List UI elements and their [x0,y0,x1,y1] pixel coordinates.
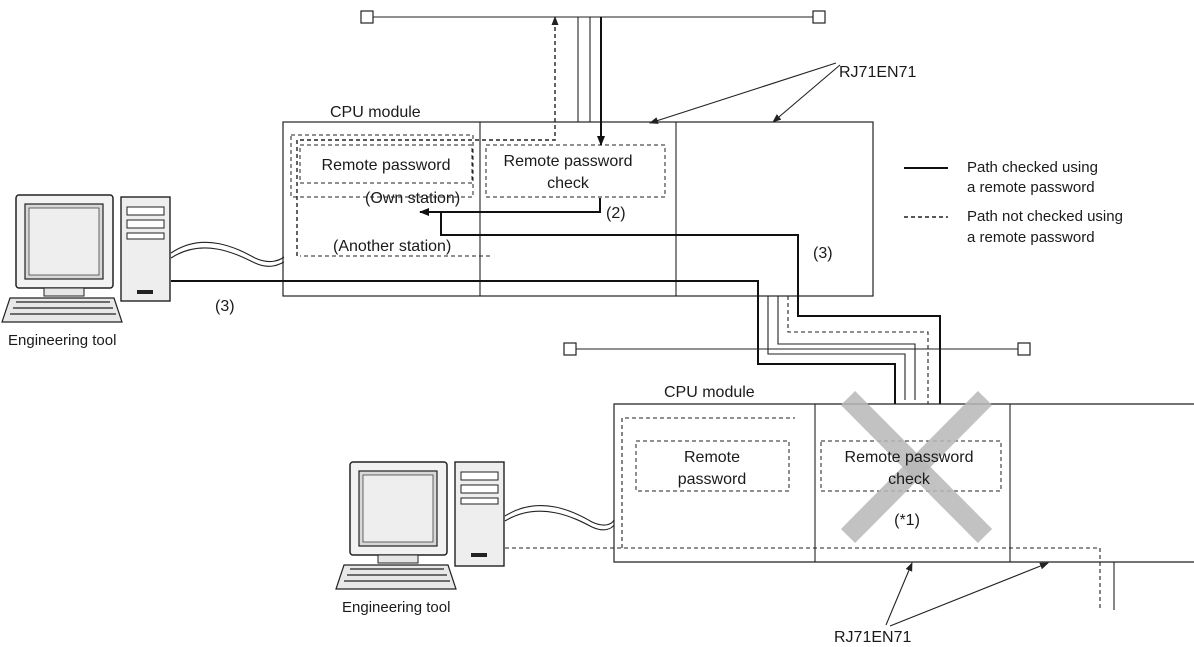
blocked-x-mark [840,390,993,544]
path-3-right [440,212,944,439]
legend-dashed-label-1: Path not checked using [967,208,1123,225]
own-station-arrow [419,198,601,216]
computer-icon-top [1,194,171,323]
bottom-remote-password-label-1: Remote [684,449,740,466]
bottom-cpu-dashed-region [621,417,795,548]
engineering-tool-label-top: Engineering tool [8,332,116,349]
rj71en71-top-pointer-2 [772,64,841,123]
computer-icon-bottom [335,461,505,590]
legend-dashed-label-2: a remote password [967,229,1095,246]
rj71en71-label-bottom: RJ71EN71 [834,629,911,646]
bottom-check-label-1: Remote password [845,449,974,466]
bottom-dashed-path [505,547,1101,608]
top-tool-cable-2 [170,247,285,267]
top-network-bus [360,10,826,24]
bottom-tool-cable-1 [504,505,615,526]
path-3-left [171,280,899,439]
step-2-label: (2) [606,205,626,222]
rj71en71-label-top: RJ71EN71 [839,64,916,81]
cpu-module-label-bottom: CPU module [664,384,755,401]
top-password-check-box [485,144,666,198]
rj71en71-bottom-pointer-1 [885,562,913,626]
rj71en71-top-pointer-1 [649,62,837,124]
note-1-label: (*1) [894,512,920,529]
top-tool-cable-1 [170,241,285,263]
bottom-check-label-2: check [888,471,931,488]
legend [904,167,948,218]
top-check-label-1: Remote password [504,153,633,170]
bottom-remote-password-box [635,440,790,492]
top-check-label-2: check [547,175,590,192]
top-network-connection-paths [296,16,605,256]
rj71en71-bottom-pointer-2 [889,562,1049,627]
top-station-rack [282,121,874,297]
step-3-left-label: (3) [215,298,235,315]
cpu-module-label-top: CPU module [330,104,421,121]
top-cpu-dashed-region [290,134,474,198]
bottom-remote-password-label-2: password [678,471,746,488]
top-remote-password-box [299,144,473,184]
another-station-label: (Another station) [333,238,451,255]
step-3-right-label: (3) [813,245,833,262]
own-station-label: (Own station) [365,190,460,207]
legend-solid-label-1: Path checked using [967,159,1098,176]
top-remote-password-label: Remote password [322,157,451,174]
bottom-tool-cable-2 [504,510,615,531]
engineering-tool-label-bottom: Engineering tool [342,599,450,616]
bottom-password-check-box [820,440,1002,492]
legend-solid-label-2: a remote password [967,179,1095,196]
bottom-network-bus [563,342,1031,356]
